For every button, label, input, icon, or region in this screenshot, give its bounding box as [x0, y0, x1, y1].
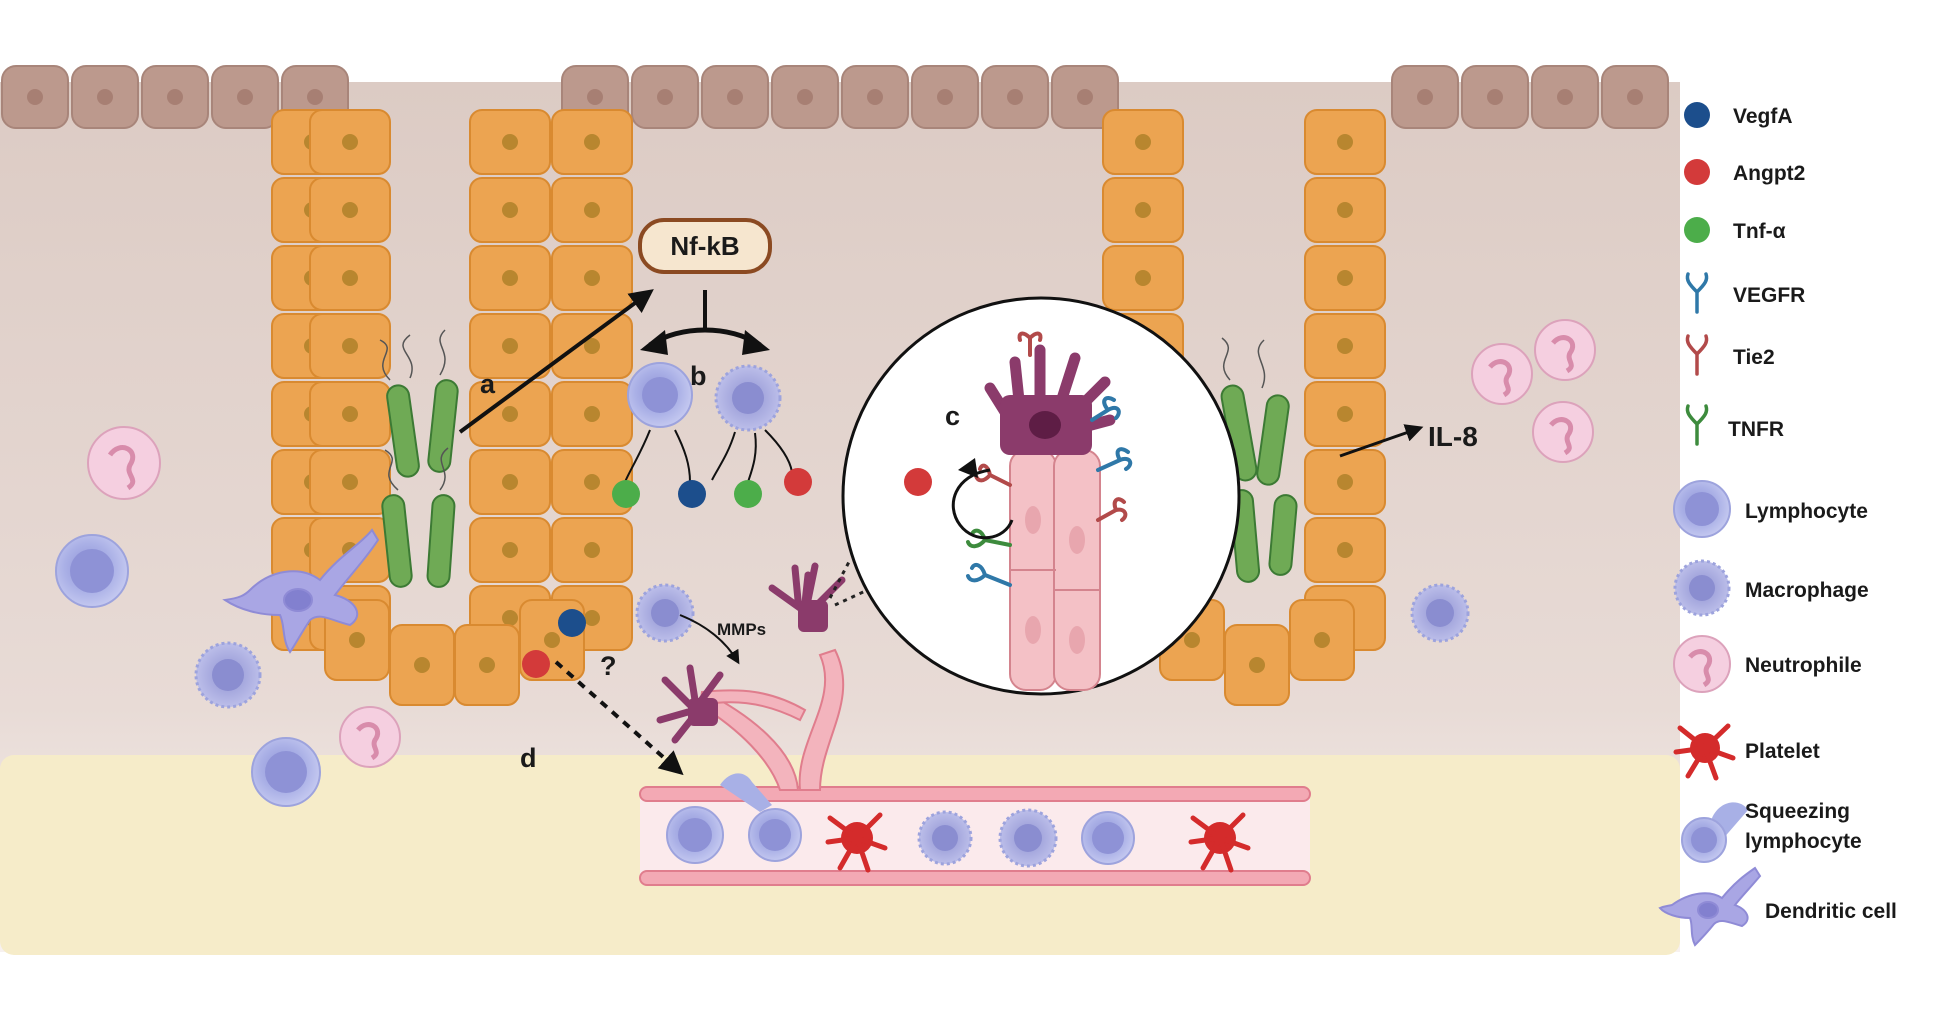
neutrophile	[1471, 319, 1596, 463]
neutrophile	[87, 426, 161, 500]
svg-text:Platelet: Platelet	[1745, 740, 1820, 763]
il8-arrow	[1339, 424, 1424, 458]
macrophage	[194, 641, 262, 709]
svg-text:TNFR: TNFR	[1728, 418, 1784, 441]
surface-epithelium	[1, 65, 1669, 129]
lymphocyte-icon	[1673, 480, 1731, 538]
neutrophile-icon	[1673, 635, 1731, 693]
diagram-labels: Nf-kB a b c d ? MMPs IL-8	[480, 231, 1478, 773]
squeezing-lymphocyte	[720, 773, 802, 862]
dendritic-cell	[222, 528, 380, 654]
lymphocyte	[55, 534, 129, 608]
vessel-cells	[666, 773, 1251, 873]
vegfa-dot-icon	[1684, 102, 1710, 128]
tnfr-receptor-icon	[1685, 404, 1709, 446]
arrow-a	[458, 289, 654, 434]
legend-item-tnfr: TNFR	[1685, 404, 1784, 446]
annotation-arrows	[554, 424, 1424, 776]
nfkb-box	[638, 218, 772, 274]
label-d: d	[520, 743, 537, 773]
macrophage-icon	[1673, 559, 1731, 617]
svg-text:VEGFR: VEGFR	[1733, 284, 1805, 307]
svg-text:Lymphocyte: Lymphocyte	[1745, 500, 1868, 523]
tip-cell-lower	[656, 664, 724, 744]
cytokine-release	[612, 362, 812, 508]
tie2-receptor-icon	[1685, 334, 1709, 376]
nfkb-label: Nf-kB	[670, 231, 739, 261]
bacteria-right-crypt	[1220, 337, 1298, 583]
tissue-cells	[55, 319, 1596, 807]
svg-text:Tnf-α: Tnf-α	[1733, 220, 1786, 243]
svg-text:VegfA: VegfA	[1733, 105, 1793, 128]
legend-item-lymphocyte: Lymphocyte	[1673, 480, 1868, 538]
platelet-icon	[1673, 723, 1736, 781]
svg-text:Macrophage: Macrophage	[1745, 579, 1869, 602]
label-question: ?	[600, 651, 617, 681]
label-a: a	[480, 369, 496, 399]
svg-text:Angpt2: Angpt2	[1733, 162, 1805, 185]
svg-text:lymphocyte: lymphocyte	[1745, 830, 1862, 853]
vegfa-molecule	[558, 609, 586, 637]
zoom-circle	[828, 296, 1241, 696]
tip-cell-upper	[768, 562, 846, 632]
legend-item-tnf: Tnf-α	[1684, 217, 1786, 243]
legend-item-angpt2: Angpt2	[1684, 159, 1805, 185]
svg-text:Neutrophile: Neutrophile	[1745, 654, 1862, 677]
legend-item-neutrophile: Neutrophile	[1673, 635, 1862, 693]
legend-item-platelet: Platelet	[1673, 723, 1820, 781]
svg-text:Dendritic cell: Dendritic cell	[1765, 900, 1897, 923]
bacteria-left-crypt	[379, 329, 459, 588]
legend-item-squeezing-lymphocyte: Squeezing lymphocyte	[1681, 800, 1862, 863]
legend-item-vegfr: VEGFR	[1685, 272, 1805, 314]
arrow-d	[554, 660, 684, 776]
tnf-dot-icon	[1684, 217, 1710, 243]
legend-item-vegfa: VegfA	[1684, 102, 1793, 128]
neutrophile	[339, 706, 401, 768]
label-b: b	[690, 361, 707, 391]
legend-item-dendritic-cell: Dendritic cell	[1658, 866, 1897, 947]
macrophage	[1410, 583, 1470, 643]
angpt2-molecule	[522, 650, 550, 678]
lymphocyte	[251, 737, 321, 807]
legend: VegfA Angpt2 Tnf-α VEGFR Tie2 TNFR Ly	[1658, 102, 1897, 947]
platelet	[825, 812, 888, 873]
dendritic-cell-icon	[1658, 866, 1762, 947]
squeezing-lymphocyte-icon	[1681, 802, 1748, 863]
svg-text:Squeezing: Squeezing	[1745, 800, 1850, 823]
legend-item-tie2: Tie2	[1685, 334, 1775, 376]
svg-text:Tie2: Tie2	[1733, 346, 1775, 369]
angpt2-molecule	[904, 468, 932, 496]
mmps-label: MMPs	[717, 620, 766, 639]
mmps-arrow	[679, 614, 740, 665]
nfkb-pathway	[458, 218, 772, 434]
label-c: c	[945, 401, 960, 431]
angpt2-dot-icon	[1684, 159, 1710, 185]
angiogenic-sprout	[698, 648, 845, 791]
il8-label: IL-8	[1428, 421, 1478, 452]
legend-item-macrophage: Macrophage	[1673, 559, 1869, 617]
vegfr-receptor-icon	[1685, 272, 1709, 314]
macrophage	[635, 583, 695, 643]
platelet	[1188, 812, 1251, 873]
